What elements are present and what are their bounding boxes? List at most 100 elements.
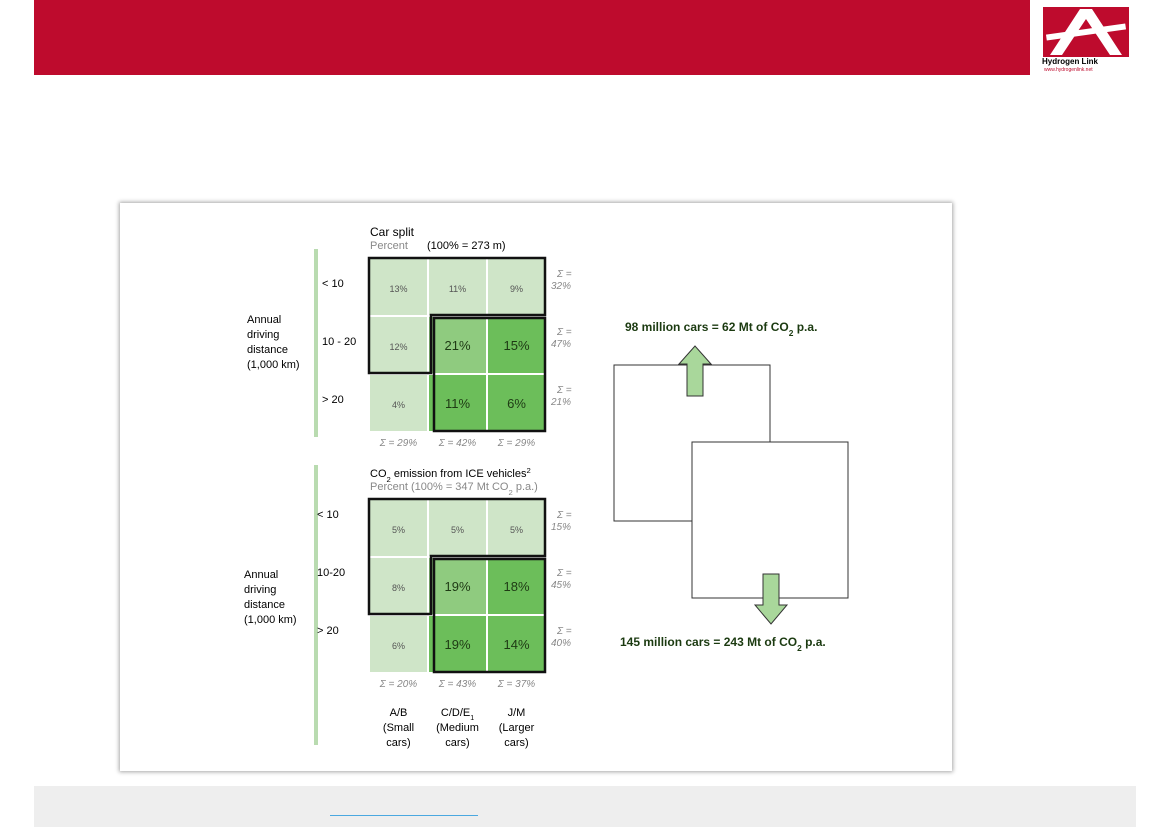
row-total-value: 45% — [551, 580, 571, 591]
arrow-down-icon — [753, 573, 789, 625]
row-total-value: 21% — [550, 397, 571, 408]
heatmap-cell — [370, 375, 427, 431]
row-axis-label: driving — [244, 584, 276, 596]
column-caption: cars) — [445, 737, 469, 749]
column-caption: (Larger — [499, 722, 535, 734]
cell-label: 21% — [444, 338, 470, 353]
row-total-symbol: Σ = — [556, 626, 572, 637]
cell-label: 19% — [444, 637, 470, 652]
row-axis-label: driving — [247, 329, 279, 341]
column-caption: J/M — [508, 707, 526, 719]
cell-label: 5% — [510, 525, 523, 535]
cell-label: 5% — [451, 525, 464, 535]
row-label: > 20 — [317, 625, 339, 637]
chart-total-note: (100% = 273 m) — [427, 240, 506, 252]
callout-top: 98 million cars = 62 Mt of CO2 p.a. — [625, 320, 817, 338]
col-total: Σ = 42% — [438, 438, 477, 449]
chart-unit-label: Percent (100% = 347 Mt CO2 p.a.) — [370, 481, 538, 497]
row-axis-label: distance — [244, 599, 285, 611]
heatmap-cell — [488, 558, 545, 614]
row-total-symbol: Σ = — [556, 510, 572, 521]
column-caption: (Small — [383, 722, 414, 734]
segment-outline — [432, 557, 547, 674]
col-total: Σ = 29% — [497, 438, 536, 449]
column-caption: cars) — [504, 737, 528, 749]
heatmap-cell — [370, 317, 427, 373]
cell-label: 18% — [503, 579, 529, 594]
row-total-symbol: Σ = — [556, 568, 572, 579]
segment-outline — [367, 256, 547, 375]
row-axis-label: Annual — [244, 569, 278, 581]
column-caption: A/B — [390, 707, 408, 719]
chart-title: Car split — [370, 225, 415, 239]
row-total-symbol: Σ = — [556, 269, 572, 280]
cell-label: 8% — [392, 583, 405, 593]
cell-label: 5% — [392, 525, 405, 535]
column-caption: (Medium — [436, 722, 479, 734]
segment-outline — [432, 316, 547, 433]
heatmap-cell — [370, 616, 427, 672]
logo-text: Hydrogen Link — [1042, 57, 1099, 66]
cell-label: 14% — [503, 637, 529, 652]
heatmap-cell — [429, 500, 486, 556]
chart-title: CO2 emission from ICE vehicles2 — [370, 466, 531, 484]
cell-label: 12% — [389, 342, 407, 352]
row-total-value: 47% — [551, 339, 571, 350]
axis-bar — [314, 249, 318, 437]
chart-unit-label: Percent — [370, 240, 408, 252]
cell-label: 4% — [392, 400, 405, 410]
col-total: Σ = 37% — [497, 679, 536, 690]
row-axis-label: (1,000 km) — [244, 614, 297, 626]
heatmap-cell — [488, 500, 545, 556]
heatmap-cell — [488, 375, 545, 431]
heatmap-cell — [488, 259, 545, 315]
cell-label: 11% — [445, 396, 470, 411]
cell-label: 15% — [503, 338, 529, 353]
heatmap-cell — [429, 317, 486, 373]
column-caption: C/D/E1 — [441, 707, 474, 722]
row-total-value: 32% — [551, 281, 571, 292]
hydrogen-link-logo — [1040, 5, 1132, 76]
cell-label: 6% — [507, 396, 526, 411]
row-axis-label: distance — [247, 344, 288, 356]
heatmap-cell — [429, 558, 486, 614]
heatmap-cell — [370, 500, 427, 556]
row-axis-label: (1,000 km) — [247, 359, 300, 371]
heatmap-cell — [488, 317, 545, 373]
col-total: Σ = 29% — [379, 438, 418, 449]
cell-label: 19% — [444, 579, 470, 594]
footer-bar — [34, 786, 1136, 827]
col-total: Σ = 43% — [438, 679, 477, 690]
logo-url: www.hydrogenlink.net — [1044, 67, 1093, 73]
row-total-symbol: Σ = — [556, 327, 572, 338]
heatmap-cell — [429, 375, 486, 431]
column-caption: cars) — [386, 737, 410, 749]
row-total-symbol: Σ = — [556, 385, 572, 396]
row-label: < 10 — [322, 278, 344, 290]
row-total-value: 15% — [551, 522, 571, 533]
callout-bottom: 145 million cars = 243 Mt of CO2 p.a. — [620, 635, 826, 653]
heatmap-cell — [429, 259, 486, 315]
heatmap-cell — [488, 616, 545, 672]
heatmap-cell — [370, 259, 427, 315]
header-bar — [34, 0, 1030, 75]
heatmap-cell — [429, 616, 486, 672]
cell-label: 11% — [449, 284, 466, 294]
footer-link[interactable] — [330, 815, 478, 816]
arrow-up-icon — [677, 345, 713, 397]
cell-label: 9% — [510, 284, 523, 294]
axis-bar — [314, 465, 318, 745]
row-total-value: 40% — [551, 638, 571, 649]
cell-label: 13% — [389, 284, 407, 294]
cell-label: 6% — [392, 641, 405, 651]
row-axis-label: Annual — [247, 314, 281, 326]
heatmap-cell — [370, 558, 427, 614]
row-label: 10-20 — [317, 567, 345, 579]
col-total: Σ = 20% — [379, 679, 418, 690]
row-label: 10 - 20 — [322, 336, 356, 348]
segment-outline — [367, 497, 547, 616]
row-label: < 10 — [317, 509, 339, 521]
box-bottom — [691, 441, 849, 599]
